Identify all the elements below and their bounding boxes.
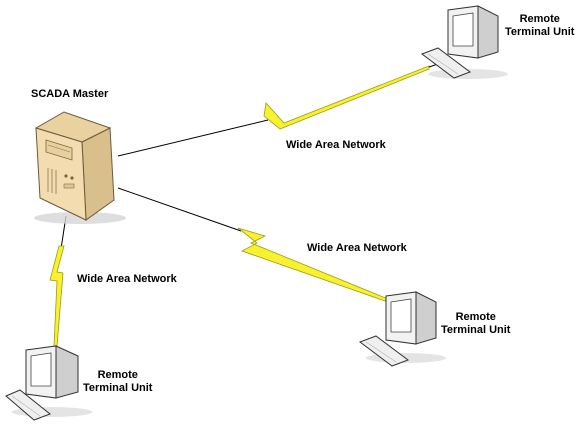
wan-link-bottom-rtu bbox=[49, 215, 67, 347]
rtu-label-line1: Remote bbox=[519, 13, 560, 25]
wan-label-bottom: Wide Area Network bbox=[77, 273, 177, 285]
rtu-label-line2: Terminal Unit bbox=[441, 324, 511, 336]
workstation-icon bbox=[5, 345, 92, 421]
rtu-label-bottom-left: Remote Terminal Unit bbox=[83, 369, 152, 395]
master-label: SCADA Master bbox=[31, 88, 109, 100]
rtu-label-line1: Remote bbox=[97, 369, 138, 381]
rtu-label-right: Remote Terminal Unit bbox=[441, 311, 510, 337]
rtu-label-line2: Terminal Unit bbox=[505, 26, 575, 38]
server-tower-icon bbox=[34, 111, 126, 224]
wan-label-top: Wide Area Network bbox=[286, 139, 386, 151]
wan-link-top-rtu bbox=[117, 63, 439, 157]
rtu-label-top-right: Remote Terminal Unit bbox=[505, 13, 574, 39]
wan-label-right: Wide Area Network bbox=[307, 242, 407, 254]
rtu-label-line1: Remote bbox=[455, 311, 496, 323]
workstation-icon bbox=[420, 5, 508, 79]
workstation-icon bbox=[358, 291, 446, 367]
rtu-label-line2: Terminal Unit bbox=[83, 382, 153, 394]
